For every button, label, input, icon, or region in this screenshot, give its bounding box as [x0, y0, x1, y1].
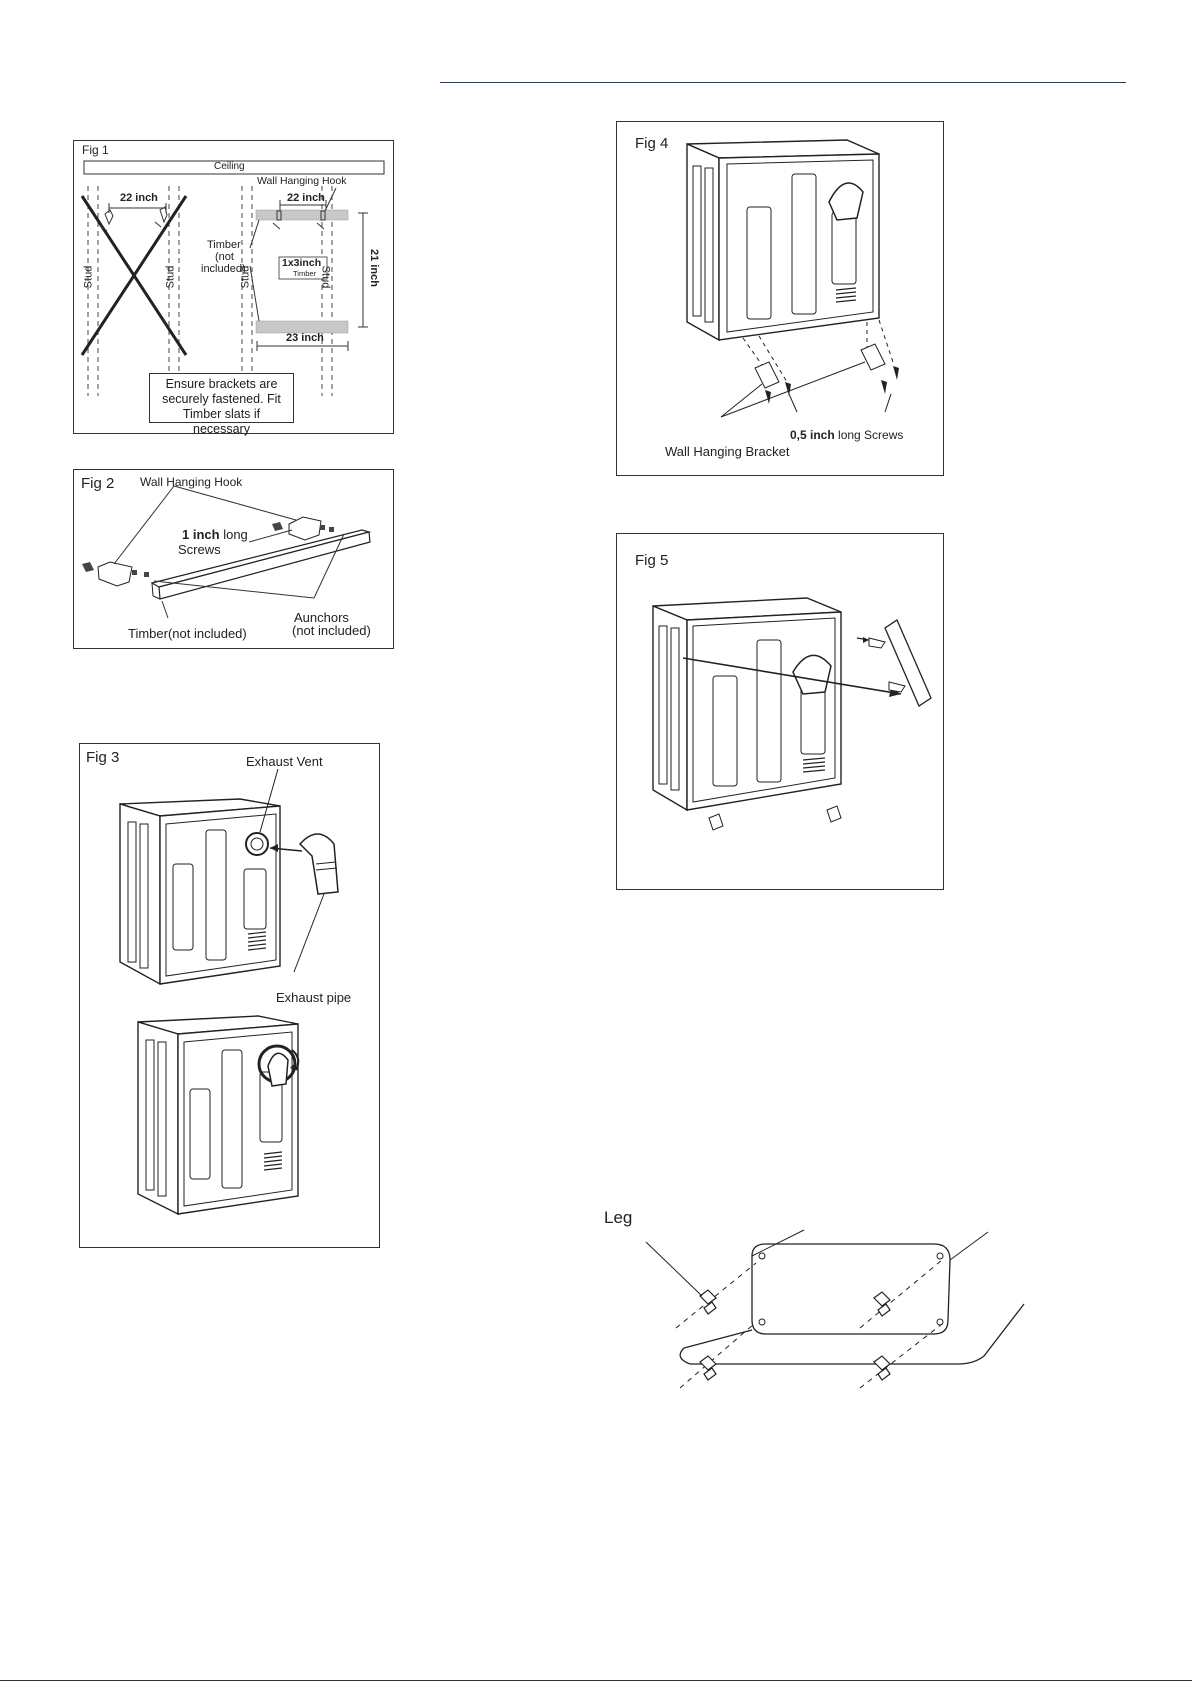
- fig4-screws-rest: long Screws: [838, 428, 904, 442]
- fig3-panel: Fig 3 Exhaust Vent Exhaust pipe: [79, 743, 380, 1248]
- fig1-title: Fig 1: [82, 143, 109, 157]
- fig1-note: Ensure brackets are securely fastened. F…: [149, 373, 294, 436]
- ceiling-label: Ceiling: [214, 161, 245, 172]
- fig4-panel: Fig 4 0,5 inch long Screws Wall Hanging …: [616, 121, 944, 476]
- dim-bottom-label: 23 inch: [286, 332, 324, 344]
- stud-label-2: Stud: [164, 265, 177, 289]
- fig3-title: Fig 3: [86, 749, 120, 766]
- stud-label-1: Stud: [82, 265, 95, 289]
- leg-panel: Leg: [604, 1208, 1034, 1398]
- fig4-screws-label: 0,5 inch long Screws: [790, 428, 903, 442]
- note-line-3: Timber slats if necessary: [182, 407, 261, 436]
- fig2-screws-line2: Screws: [178, 542, 221, 557]
- fig5-panel: Fig 5: [616, 533, 944, 890]
- leg-title: Leg: [604, 1208, 633, 1227]
- fig5-diagram: [652, 597, 932, 831]
- fig5-title: Fig 5: [635, 552, 669, 569]
- timber-box-sub: Timber: [293, 269, 317, 278]
- stud-label-4: Stud: [319, 265, 332, 289]
- dim-right-label: 22 inch: [287, 192, 325, 204]
- leg-diagram: [645, 1229, 1025, 1389]
- note-line-1: Ensure brackets are: [165, 377, 278, 391]
- timber-note-1: Timber: [207, 239, 241, 251]
- fig2-title: Fig 2: [81, 475, 115, 492]
- exhaust-vent-label: Exhaust Vent: [246, 754, 323, 769]
- fig4-title: Fig 4: [635, 135, 669, 152]
- fig2-anchors-1: Aunchors: [294, 610, 349, 625]
- fig4-screws-main: 0,5 inch: [790, 428, 835, 442]
- fig2-timber-label: Timber(not included): [128, 626, 247, 641]
- hook-label: Wall Hanging Hook: [257, 175, 347, 187]
- fig2-screws-rest: long: [223, 527, 248, 542]
- fig2-anchors-2: (not included): [292, 623, 371, 638]
- fig4-diagram: [686, 139, 899, 418]
- header-rule: [440, 82, 1126, 83]
- fig2-panel: Fig 2 Wall Hanging Hook 1 inch long Scre…: [73, 469, 394, 649]
- footer-rule: [0, 1680, 1192, 1681]
- exhaust-pipe-label: Exhaust pipe: [276, 990, 352, 1005]
- fig2-hook-label: Wall Hanging Hook: [140, 475, 243, 489]
- timber-box-main: 1x3inch: [282, 257, 322, 269]
- fig4-bracket-label: Wall Hanging Bracket: [665, 444, 790, 459]
- fig2-diagram: [82, 485, 372, 619]
- note-line-2: securely fastened. Fit: [162, 392, 281, 406]
- timber-note-3: included): [201, 263, 246, 275]
- dim-left-label: 22 inch: [120, 192, 158, 204]
- fig2-screws-line1: 1 inch long: [182, 527, 248, 542]
- dim-vertical-label: 21 inch: [367, 249, 380, 287]
- fig1-diagram: [80, 160, 385, 396]
- timber-note-2: (not: [215, 251, 234, 263]
- fig2-screws-main: 1 inch: [182, 527, 220, 542]
- fig3-diagram: [119, 768, 339, 1216]
- fig1-panel: Fig 1 Ceiling 22 inch 22 inch Wall Hangi…: [73, 140, 394, 436]
